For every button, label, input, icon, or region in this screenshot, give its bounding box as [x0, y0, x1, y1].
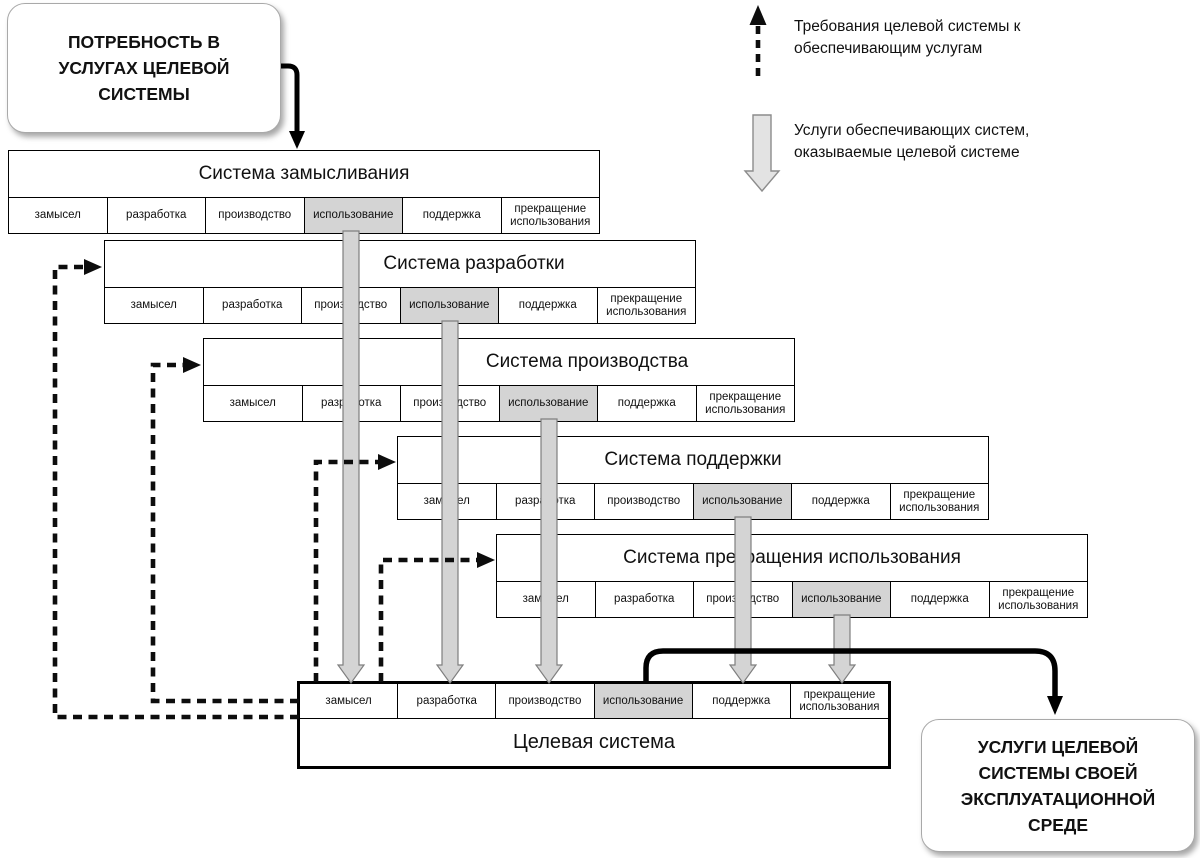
stage-cell-support: поддержка — [792, 484, 891, 519]
service-band-arrow-3 — [534, 418, 564, 685]
dashed-arrow-up-icon — [749, 5, 767, 76]
service-band-arrow-2 — [435, 320, 465, 685]
requirement-arrowhead-production — [183, 357, 201, 373]
external-services-label: УСЛУГИ ЦЕЛЕВОЙ СИСТЕМЫ СВОЕЙ ЭКСПЛУАТАЦИ… — [960, 736, 1156, 835]
stage-cell-support: поддержка — [598, 386, 697, 421]
stage-cell-utilization: использование — [499, 386, 598, 421]
stage-row: замысел разработка производство использо… — [9, 198, 599, 233]
stage-row: замысел разработка производство использо… — [300, 684, 888, 719]
stage-cell-conception: замысел — [204, 386, 303, 421]
requirement-dashed-line-support — [313, 459, 378, 682]
stage-cell-conception: замысел — [105, 288, 204, 323]
legend-requirements-label: Требования целевой системы к обеспечиваю… — [794, 18, 1021, 57]
requirement-arrowhead-development — [84, 259, 102, 275]
legend-services-label: Услуги обеспечивающих систем, оказываемы… — [794, 122, 1030, 161]
stage-cell-development: разработка — [204, 288, 302, 323]
target-system-title: Целевая система — [512, 731, 676, 753]
system-title: Система прекращения использования — [497, 535, 1087, 582]
stage-cell-retirement: прекращение использования — [998, 587, 1079, 612]
need-arrow — [280, 63, 305, 149]
need-callout-label: ПОТРЕБНОСТЬ В УСЛУГАХ ЦЕЛЕВОЙ СИСТЕМЫ — [58, 32, 230, 104]
stage-cell-support: поддержка — [891, 582, 990, 617]
system-title: Система замысливания — [9, 151, 599, 198]
system-box-development: Система разработки замысел разработка пр… — [104, 240, 696, 324]
stage-cell-utilization: использование — [594, 684, 693, 718]
stage-cell-utilization: использование — [792, 582, 891, 617]
stage-cell-development: разработка — [398, 684, 497, 718]
need-callout: ПОТРЕБНОСТЬ В УСЛУГАХ ЦЕЛЕВОЙ СИСТЕМЫ — [7, 3, 281, 133]
system-box-conception: Система замысливания замысел разработка … — [8, 150, 600, 234]
stage-cell-development: разработка — [108, 198, 206, 233]
stage-cell-support: поддержка — [403, 198, 502, 233]
stage-cell-retirement: прекращение использования — [705, 391, 786, 416]
stage-cell-retirement: прекращение использования — [510, 203, 591, 228]
stage-row: замысел разработка производство использо… — [497, 582, 1087, 617]
service-band-arrow-4 — [728, 516, 758, 685]
requirement-arrowhead-support — [378, 454, 396, 470]
stage-cell-conception: замысел — [9, 198, 108, 233]
target-system-box: замысел разработка производство использо… — [297, 681, 891, 769]
system-box-retirement: Система прекращения использования замысе… — [496, 534, 1088, 618]
gray-arrow-down-icon — [743, 114, 781, 193]
stage-cell-conception: замысел — [300, 684, 399, 718]
external-services-arrow — [643, 648, 1063, 715]
stage-cell-utilization: использование — [304, 198, 403, 233]
stage-cell-retirement: прекращение использования — [799, 688, 880, 714]
external-services-callout: УСЛУГИ ЦЕЛЕВОЙ СИСТЕМЫ СВОЕЙ ЭКСПЛУАТАЦИ… — [921, 719, 1195, 852]
system-box-support: Система поддержки замысел разработка про… — [397, 436, 989, 520]
service-band-arrow-1 — [336, 230, 366, 685]
stage-cell-support: поддержка — [693, 684, 791, 718]
system-title: Система производства — [204, 339, 794, 386]
stage-cell-retirement: прекращение использования — [606, 293, 687, 318]
system-title: Система разработки — [105, 241, 695, 288]
stage-cell-development: разработка — [596, 582, 694, 617]
system-title: Система поддержки — [398, 437, 988, 484]
stage-cell-production: производство — [595, 484, 694, 519]
system-box-production: Система производства замысел разработка … — [203, 338, 795, 422]
requirement-arrowhead-retirement — [477, 552, 495, 568]
stage-cell-production: производство — [496, 684, 595, 718]
requirement-dashed-line-retirement — [378, 557, 477, 682]
stage-cell-production: производство — [206, 198, 305, 233]
stage-cell-utilization: использование — [693, 484, 792, 519]
stage-cell-support: поддержка — [499, 288, 598, 323]
stage-cell-utilization: использование — [400, 288, 499, 323]
stage-cell-retirement: прекращение использования — [899, 489, 980, 514]
requirement-dashed-line-production — [150, 362, 299, 704]
requirement-dashed-line-development — [52, 264, 299, 720]
